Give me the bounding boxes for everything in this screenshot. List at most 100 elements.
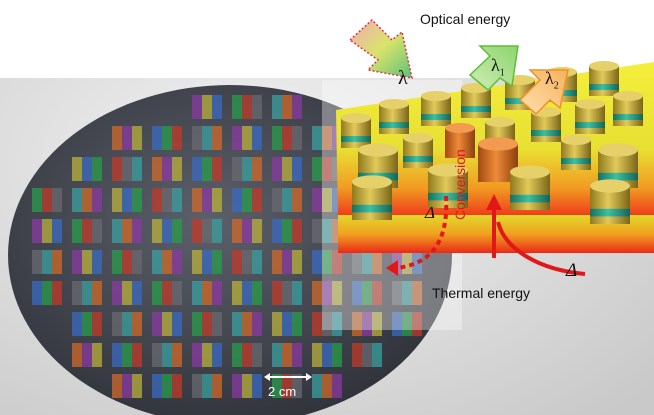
die: [112, 126, 142, 150]
nano-pillar: [341, 113, 371, 148]
die: [312, 281, 342, 305]
lambda-label: λ: [398, 67, 408, 89]
die: [312, 188, 342, 212]
die: [272, 188, 302, 212]
die: [32, 281, 62, 305]
nano-pillar: [352, 175, 392, 220]
nano-pillar: [613, 91, 643, 126]
die: [152, 281, 182, 305]
scale-label: 2 cm: [268, 384, 297, 399]
die: [352, 343, 382, 367]
die: [192, 157, 222, 181]
thermal-output-arrow: [397, 195, 449, 270]
die: [272, 95, 302, 119]
nano-pillar: [510, 165, 550, 210]
die: [32, 219, 62, 243]
nano-pillar: [575, 99, 605, 134]
die: [72, 312, 102, 336]
die: [352, 281, 382, 305]
nano-pillar: [589, 61, 619, 96]
die: [152, 126, 182, 150]
die: [192, 374, 222, 398]
die: [152, 343, 182, 367]
die: [152, 188, 182, 212]
die-grid: [32, 95, 422, 398]
die: [72, 157, 102, 181]
die: [72, 343, 102, 367]
nano-pillar: [478, 137, 518, 182]
lambda2-label: λ2: [545, 68, 559, 92]
die: [112, 250, 142, 274]
die: [192, 219, 222, 243]
die: [112, 281, 142, 305]
die: [272, 343, 302, 367]
nano-pillar: [379, 99, 409, 134]
die: [312, 250, 342, 274]
die: [232, 312, 262, 336]
die: [312, 312, 342, 336]
die: [152, 157, 182, 181]
die: [312, 343, 342, 367]
die: [352, 250, 382, 274]
die: [272, 374, 302, 398]
die: [152, 219, 182, 243]
die: [232, 95, 262, 119]
die: [192, 188, 222, 212]
die: [72, 219, 102, 243]
die: [232, 343, 262, 367]
die: [352, 312, 382, 336]
die: [152, 374, 182, 398]
die: [272, 157, 302, 181]
die: [112, 312, 142, 336]
nano-pillar: [403, 133, 433, 168]
delta-left-label: Δ: [425, 203, 435, 222]
die: [192, 281, 222, 305]
die: [272, 250, 302, 274]
die: [272, 126, 302, 150]
die: [72, 281, 102, 305]
die: [112, 219, 142, 243]
die: [112, 188, 142, 212]
nano-pillar: [598, 143, 638, 188]
die: [232, 126, 262, 150]
die: [152, 250, 182, 274]
die: [152, 312, 182, 336]
die: [232, 157, 262, 181]
die: [112, 157, 142, 181]
nano-pillar: [461, 83, 491, 118]
conversion-label: Conversion: [452, 149, 468, 220]
die: [392, 281, 422, 305]
die: [312, 374, 342, 398]
die: [232, 219, 262, 243]
die: [192, 126, 222, 150]
die: [32, 188, 62, 212]
die: [192, 95, 222, 119]
die: [232, 374, 262, 398]
die: [112, 343, 142, 367]
die: [32, 250, 62, 274]
thermal-input-arrow: [496, 221, 586, 276]
die: [72, 188, 102, 212]
die: [192, 250, 222, 274]
lambda1-label: λ1: [491, 55, 505, 79]
delta-right-label: Δ: [566, 260, 578, 281]
conversion-arrow-head: [486, 194, 502, 210]
emitted-light-arrow-2: [518, 69, 569, 116]
nano-pillar: [561, 135, 591, 170]
nano-pillar: [590, 179, 630, 224]
die: [392, 312, 422, 336]
top-white: [0, 0, 654, 78]
die: [192, 312, 222, 336]
die: [312, 219, 342, 243]
nano-pillar: [445, 123, 475, 158]
die: [312, 157, 342, 181]
die: [272, 219, 302, 243]
die: [72, 250, 102, 274]
die: [232, 250, 262, 274]
die: [232, 188, 262, 212]
emitted-light-arrow-1: [468, 45, 519, 92]
incident-light-arrow: [348, 18, 413, 79]
optical-energy-label: Optical energy: [420, 11, 511, 27]
thermal-energy-label: Thermal energy: [432, 285, 531, 301]
